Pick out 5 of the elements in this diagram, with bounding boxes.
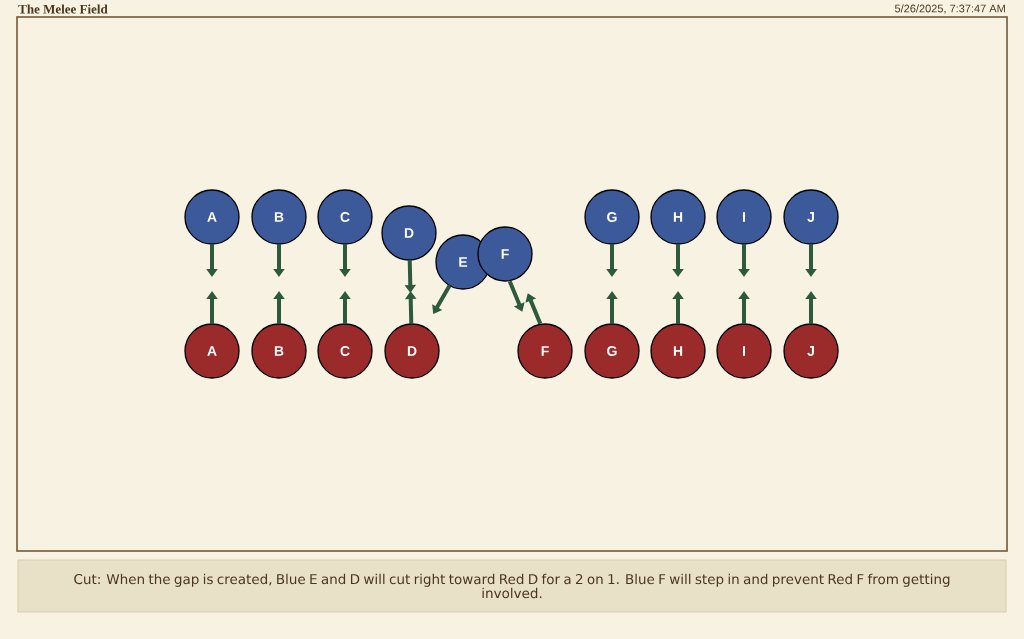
arrow	[507, 280, 525, 312]
title: The Melee Field	[18, 4, 108, 14]
timestamp: 5/26/2025, 7:37:47 AM	[894, 4, 1005, 14]
caption-box: Cut: When the gap is created, Blue E and D will cut right toward Red D for a 2 on 1. Blue F will step in and prevent Red F from getting involved.	[17, 559, 1007, 613]
arrow	[525, 293, 543, 325]
